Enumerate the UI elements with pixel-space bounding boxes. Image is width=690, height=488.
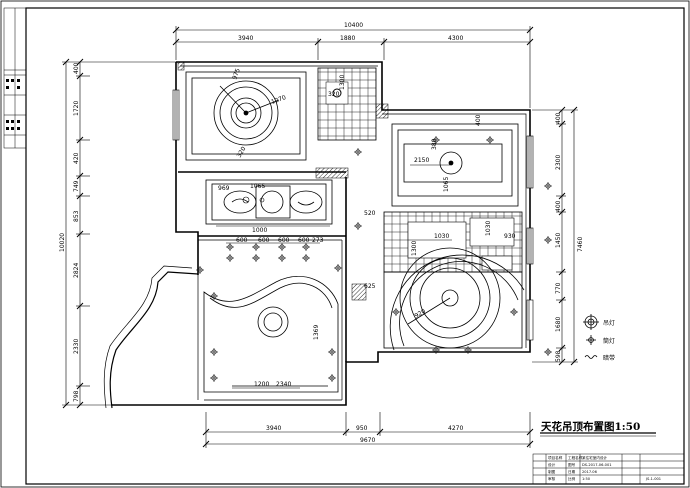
living-circle-ceiling (383, 247, 525, 351)
dim-top-1: 3940 (238, 35, 253, 42)
dimension-texts: 10400 3940 1880 4300 3940 950 4270 9670 … (59, 22, 584, 444)
tb-r2-c1: 日期 (568, 469, 576, 474)
dim-inner-25: 1369 (313, 325, 320, 340)
dining-ceiling (205, 179, 333, 225)
legend-label-pendant: 吊灯 (603, 319, 615, 327)
downlights (242, 196, 265, 204)
dim-inner-16: 600 (278, 237, 290, 244)
dim-right-overall: 7460 (577, 237, 584, 252)
windows (172, 89, 534, 341)
bedroom-ceiling (185, 71, 307, 161)
floor-plan (103, 61, 534, 409)
dim-inner-24: 920 (414, 308, 428, 320)
dim-inner-14: 600 (236, 237, 248, 244)
dim-right-1: 400 (555, 112, 562, 124)
tb-r0-c1: 工程名称 (568, 455, 583, 460)
dim-inner-21: 1300 (411, 241, 418, 256)
dim-top-overall: 10400 (344, 22, 363, 29)
columns (177, 61, 389, 301)
dim-inner-2: 1270 (270, 94, 287, 106)
dim-inner-7: 2150 (414, 157, 429, 164)
tb-r1-c1: 图号 (568, 462, 576, 467)
toilet-tiles-top (317, 67, 377, 141)
tb-r3-c1: 比例 (568, 476, 576, 481)
dim-left-2: 1720 (73, 101, 80, 116)
bath-tiles-right (383, 211, 523, 273)
dim-bottom-2: 950 (356, 425, 368, 432)
dim-inner-20: 1030 (434, 233, 449, 240)
legend-label-strip: 暗带 (603, 354, 615, 362)
dim-inner-3: 320 (328, 91, 340, 98)
dim-bottom-1: 3940 (266, 425, 281, 432)
dim-right-7: 598 (555, 350, 562, 362)
dim-inner-6: 380 (431, 138, 438, 150)
dim-right-5: 770 (555, 282, 562, 294)
tb-r0-c2: 某住宅室内设计 (582, 455, 608, 460)
dim-left-5: 853 (73, 210, 80, 222)
tb-r1-c0: 设计 (548, 462, 556, 467)
dim-inner-10: 969 (218, 185, 230, 192)
downlight-icon (586, 335, 596, 345)
tb-sheet-label: JS-1-001 (645, 477, 661, 481)
dim-inner-5: 320 (236, 145, 248, 159)
dim-left-8: 798 (73, 390, 80, 402)
hidden-light-strip-icon (584, 355, 598, 359)
dim-left-7: 2330 (73, 339, 80, 354)
dim-inner-23: 930 (504, 233, 516, 240)
living-curve-ceiling (203, 276, 339, 393)
dim-inner-22: 1030 (485, 221, 492, 236)
dim-right-6: 1680 (555, 317, 562, 332)
dim-inner-18: 273 (312, 237, 324, 244)
dim-left-overall: 10020 (59, 233, 66, 252)
legend: 吊灯 筒灯 暗带 (583, 314, 615, 362)
title-block (532, 453, 685, 485)
dim-inner-17: 600 (298, 237, 310, 244)
dim-left-4: 749 (73, 180, 80, 192)
downlight-markers (196, 136, 552, 382)
tb-r3-c2: 1:50 (582, 477, 591, 481)
dim-inner-4: 1300 (339, 75, 346, 90)
tb-r3-c0: 审核 (548, 476, 556, 481)
dim-top-2: 1880 (340, 35, 355, 42)
dim-right-4: 1450 (555, 233, 562, 248)
dim-bottom-3: 4270 (448, 425, 463, 432)
pendant-lamp-icon (583, 314, 599, 330)
dim-inner-1: 975 (231, 67, 242, 80)
bedroom2-ceiling (391, 123, 519, 207)
dim-inner-19: 625 (364, 283, 376, 290)
dim-left-3: 420 (73, 152, 80, 164)
dim-right-2: 2300 (555, 155, 562, 170)
binding-strip (3, 7, 27, 149)
dim-inner-12: 1000 (252, 227, 267, 234)
dim-left-1: 400 (73, 62, 80, 74)
drawing-title: 天花吊顶布置图1:50 (541, 420, 640, 433)
tb-r0-c0: 项目名称 (548, 455, 563, 460)
legend-label-downlight: 筒灯 (603, 337, 615, 345)
tb-r2-c0: 制图 (548, 469, 556, 474)
dim-inner-27: 2340 (276, 381, 291, 388)
dim-right-3: 400 (555, 200, 562, 212)
dim-top-3: 4300 (448, 35, 463, 42)
dim-inner-9: 400 (475, 114, 482, 126)
tb-r2-c2: 2017.06 (582, 470, 598, 474)
dim-inner-26: 1200 (254, 381, 269, 388)
dimension-lines (62, 26, 578, 448)
title-block-text: 项目名称 工程名称 某住宅室内设计 设计 图号 DS-2017-06-001 制… (548, 455, 661, 481)
dim-inner-13: 520 (364, 210, 376, 217)
dim-inner-11: 1065 (250, 183, 265, 190)
dim-inner-8: 1065 (443, 177, 450, 192)
tb-r1-c2: DS-2017-06-001 (582, 463, 612, 467)
dim-bottom-overall: 9670 (360, 437, 375, 444)
balcony (103, 265, 199, 409)
dim-inner-15: 600 (258, 237, 270, 244)
dim-left-6: 2824 (73, 263, 80, 278)
